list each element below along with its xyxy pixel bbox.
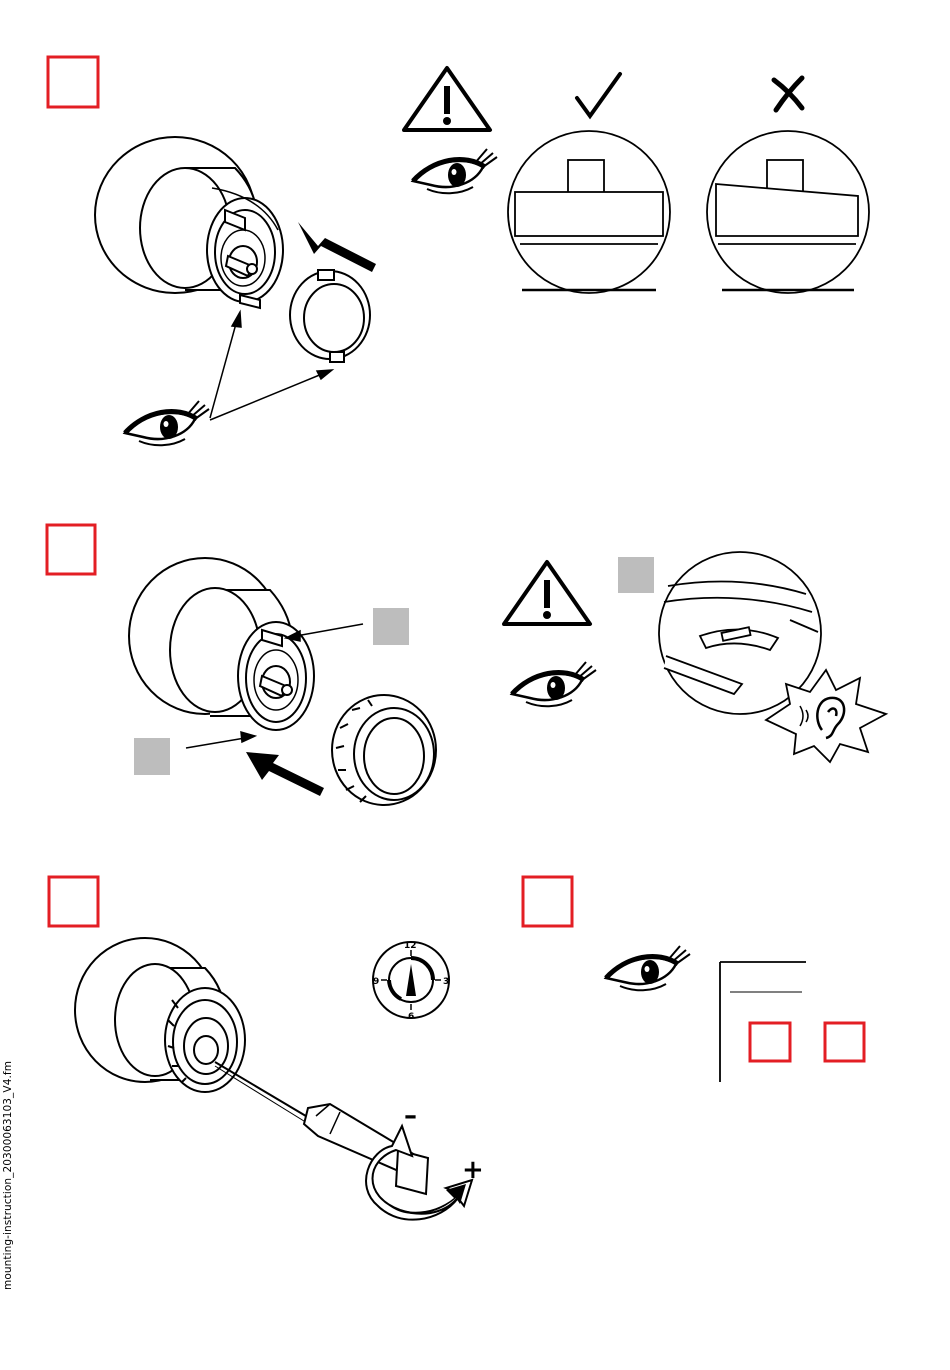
dial-label-12: 12 <box>404 941 417 951</box>
step-4-eye-icon <box>606 946 690 990</box>
insert-arrow-1 <box>298 222 376 272</box>
step-1-ring <box>290 270 370 362</box>
step-2-label-box-top <box>373 608 409 645</box>
step-2-valve-illustration <box>129 558 314 730</box>
step-3-frame <box>49 877 98 926</box>
step-2-knurled-ring <box>332 695 436 805</box>
option-box-right <box>825 1023 864 1061</box>
step-1-eye-icon <box>125 401 209 445</box>
step-2-warning-icon <box>504 562 590 624</box>
step-1-warning-icon <box>404 68 490 130</box>
step-1-valve-illustration <box>95 137 283 308</box>
setting-dial: 12 3 6 9 <box>373 941 449 1022</box>
insert-arrow-2 <box>246 752 324 796</box>
step-2-label-box-right <box>618 557 654 593</box>
step-2-label-box-bottom <box>134 738 170 775</box>
dial-label-9: 9 <box>373 977 379 987</box>
minus-sign: – <box>404 1101 417 1131</box>
cross-icon <box>774 78 802 110</box>
option-box-left <box>750 1023 790 1061</box>
plus-sign: + <box>462 1155 484 1185</box>
dial-label-3: 3 <box>443 977 449 987</box>
screwdriver <box>215 1062 428 1194</box>
correct-fit-detail <box>508 131 670 293</box>
step-4-frame <box>523 877 572 926</box>
footer-filename: mounting-instruction_20300063103_V4.fm <box>2 1061 14 1290</box>
step-2-warning-eye-icon <box>512 662 596 706</box>
step-2-frame <box>47 525 95 574</box>
dial-label-6: 6 <box>408 1012 414 1022</box>
step-1-warning-eye-icon <box>413 149 497 193</box>
step-1-frame <box>48 57 98 107</box>
incorrect-fit-detail <box>707 131 869 293</box>
checkmark-icon <box>577 74 620 116</box>
